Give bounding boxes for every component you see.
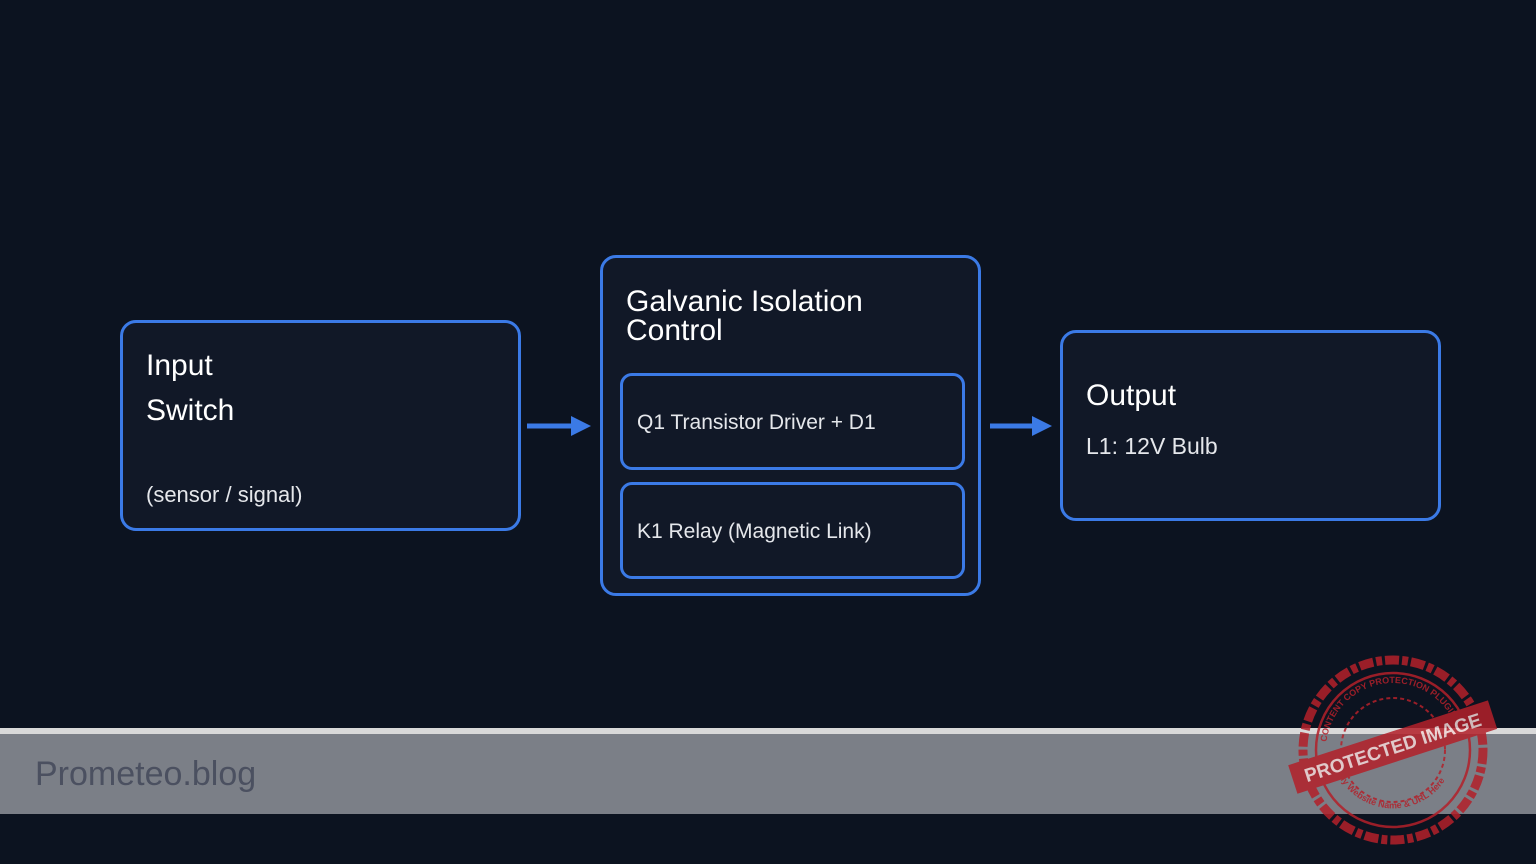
stage-label: K1 Relay (Magnetic Link)	[637, 520, 872, 543]
isolation-title-line2: Control	[626, 314, 723, 347]
output-title: Output	[1086, 379, 1177, 412]
input-switch-box: Input Switch (sensor / signal)	[120, 320, 521, 531]
arrow-right-icon	[990, 416, 1052, 436]
output-detail: L1: 12V Bulb	[1086, 433, 1218, 459]
arrow-right-icon	[527, 416, 591, 436]
svg-text:My Website Name & URL Here: My Website Name & URL Here	[1336, 771, 1446, 810]
input-subtitle: (sensor / signal)	[146, 482, 303, 507]
protected-image-stamp-icon: CONTENT COPY PROTECTION PLUGIN My Websit…	[1288, 655, 1498, 845]
stage-k1-relay: K1 Relay (Magnetic Link)	[620, 482, 965, 579]
footer-site-name: Prometeo.blog	[35, 755, 257, 793]
stage-q1-transistor-driver: Q1 Transistor Driver + D1	[620, 373, 965, 470]
input-title-line1: Input	[146, 349, 213, 382]
footer-bar: Prometeo.blog	[0, 734, 1536, 814]
stage-label: Q1 Transistor Driver + D1	[637, 411, 876, 434]
output-box: Output L1: 12V Bulb	[1060, 330, 1441, 521]
footer-divider	[0, 728, 1536, 734]
stamp-ring-bottom-text: My Website Name & URL Here	[1336, 771, 1446, 810]
galvanic-isolation-box: Galvanic Isolation Control Q1 Transistor…	[600, 255, 981, 596]
isolation-title-line1: Galvanic Isolation	[626, 285, 863, 318]
input-title-line2: Switch	[146, 394, 235, 427]
